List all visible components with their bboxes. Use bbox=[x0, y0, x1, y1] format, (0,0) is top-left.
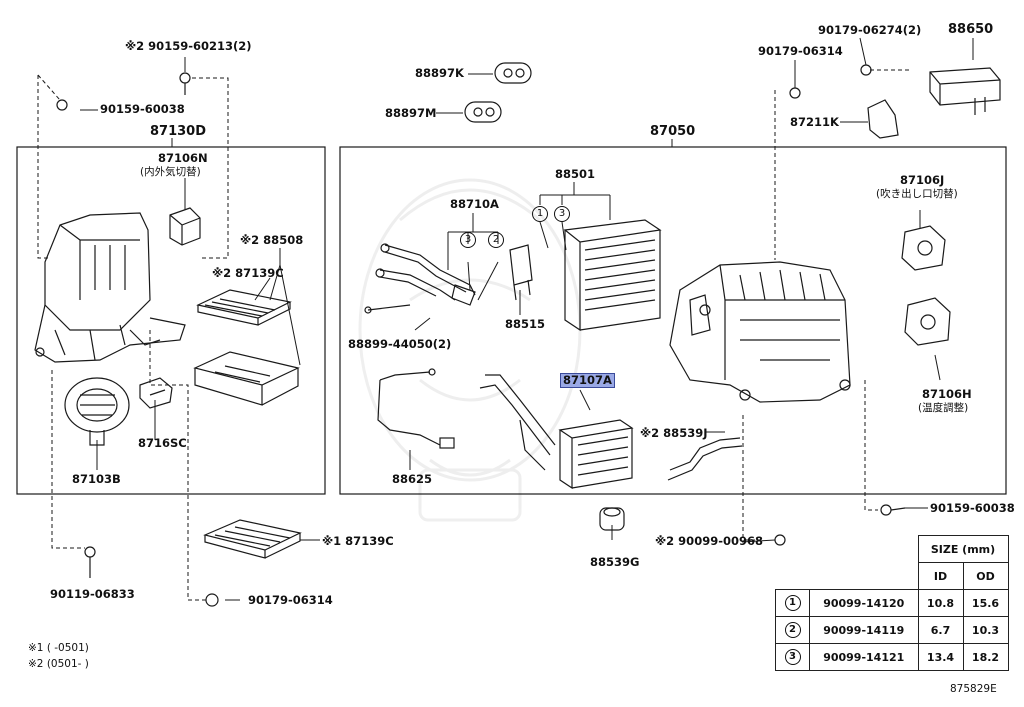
diagram-id: 875829E bbox=[950, 683, 997, 695]
col-id-header: ID bbox=[917, 562, 964, 590]
label-90179-06274[interactable]: 90179-06274(2) bbox=[818, 23, 922, 37]
label-90159-60038-left[interactable]: 90159-60038 bbox=[100, 102, 185, 116]
circle-marker-3b: 3 bbox=[460, 232, 476, 248]
filter-87139C-drawing bbox=[203, 519, 302, 559]
note-1: ※1 ( -0501) bbox=[28, 642, 89, 654]
label-88501[interactable]: 88501 bbox=[555, 167, 596, 181]
label-87050[interactable]: 87050 bbox=[650, 124, 696, 139]
row-number: 2 bbox=[784, 622, 801, 638]
label-88539G[interactable]: 88539G bbox=[590, 555, 640, 569]
filter-88508-drawing bbox=[193, 289, 300, 406]
evaporator-88501-drawing bbox=[563, 219, 662, 332]
table-row: 2 90099-14119 6.7 10.3 bbox=[775, 616, 1009, 644]
table-row: 3 90099-14121 13.4 18.2 bbox=[775, 643, 1009, 671]
hose-88539J-drawing bbox=[667, 437, 743, 481]
wire-88625-drawing bbox=[377, 368, 455, 449]
blower-case-drawing bbox=[34, 212, 186, 363]
row-part-number[interactable]: 90099-14121 bbox=[809, 643, 919, 671]
label-88625[interactable]: 88625 bbox=[392, 472, 433, 486]
heater-core-87107A-drawing bbox=[479, 374, 634, 490]
table-row: 1 90099-14120 10.8 15.6 bbox=[775, 589, 1009, 617]
servo-87106J-drawing bbox=[901, 225, 946, 271]
row-id: 10.8 bbox=[917, 589, 964, 617]
label-87106H-sub: (温度調整) bbox=[918, 402, 969, 414]
row-od: 18.2 bbox=[962, 643, 1009, 671]
ecu-88650-drawing bbox=[929, 67, 1001, 115]
row-number: 1 bbox=[784, 595, 801, 611]
label-88899-44050[interactable]: 88899-44050(2) bbox=[348, 337, 452, 351]
row-id: 6.7 bbox=[917, 616, 964, 644]
label-88710A[interactable]: 88710A bbox=[450, 197, 499, 211]
bolt-88899-drawing bbox=[364, 304, 411, 314]
grommet-88897K-drawing bbox=[494, 62, 532, 84]
label-87106J-sub: (吹き出し口切替) bbox=[876, 188, 958, 200]
label-88897M[interactable]: 88897M bbox=[385, 106, 437, 120]
label-87106J[interactable]: 87106J bbox=[900, 173, 945, 187]
label-87107A-highlighted[interactable]: 87107A bbox=[560, 373, 615, 388]
leader-lines bbox=[80, 37, 974, 601]
row-id: 13.4 bbox=[917, 643, 964, 671]
label-90119-06833[interactable]: 90119-06833 bbox=[50, 587, 135, 601]
label-87139C-1[interactable]: ※1 87139C bbox=[322, 534, 394, 548]
label-88650[interactable]: 88650 bbox=[948, 22, 994, 37]
note-2: ※2 (0501- ) bbox=[28, 658, 89, 670]
o-ring-size-table: SIZE (mm) ID OD 1 90099-14120 10.8 15.6 … bbox=[775, 535, 1009, 671]
servo-87106N-drawing bbox=[169, 207, 201, 246]
ac-unit-housing-drawing bbox=[669, 261, 851, 403]
group-box-87130D bbox=[16, 146, 326, 495]
col-od-header: OD bbox=[962, 562, 1009, 590]
valve-88515-drawing bbox=[509, 244, 533, 301]
label-88539J[interactable]: ※2 88539J bbox=[640, 426, 708, 440]
label-87106N-sub: (内外気切替) bbox=[140, 166, 201, 178]
label-8716SC[interactable]: 8716SC bbox=[138, 436, 187, 450]
label-87103B[interactable]: 87103B bbox=[72, 472, 121, 486]
resistor-8716SC-drawing bbox=[139, 377, 173, 409]
label-87106N[interactable]: 87106N bbox=[158, 151, 208, 165]
group-box-87050 bbox=[339, 146, 1007, 495]
label-88508[interactable]: ※2 88508 bbox=[240, 233, 304, 247]
label-88515[interactable]: 88515 bbox=[505, 317, 546, 331]
label-90099-00968[interactable]: ※2 90099-00968 bbox=[655, 534, 763, 548]
label-90179-06314-bottom[interactable]: 90179-06314 bbox=[248, 593, 333, 607]
grommet-88897M-drawing bbox=[464, 101, 502, 123]
label-87211K[interactable]: 87211K bbox=[790, 115, 839, 129]
label-87106H[interactable]: 87106H bbox=[922, 387, 972, 401]
blower-motor-drawing bbox=[64, 377, 130, 446]
servo-87106H-drawing bbox=[904, 297, 951, 346]
dashed-leader-lines bbox=[37, 69, 910, 601]
circle-marker-1: 1 bbox=[532, 206, 548, 222]
pipes-88710A-drawing bbox=[375, 243, 476, 306]
row-od: 10.3 bbox=[962, 616, 1009, 644]
row-part-number[interactable]: 90099-14120 bbox=[809, 589, 919, 617]
grommet-88539G-drawing bbox=[599, 507, 625, 531]
row-part-number[interactable]: 90099-14119 bbox=[809, 616, 919, 644]
row-od: 15.6 bbox=[962, 589, 1009, 617]
label-90179-06314-top[interactable]: 90179-06314 bbox=[758, 44, 843, 58]
label-87139C-2[interactable]: ※2 87139C bbox=[212, 266, 284, 280]
label-90159-60213[interactable]: ※2 90159-60213(2) bbox=[125, 39, 252, 53]
row-number: 3 bbox=[784, 649, 801, 665]
bracket-87211K-drawing bbox=[867, 99, 899, 139]
size-header: SIZE (mm) bbox=[917, 535, 1009, 563]
label-88897K[interactable]: 88897K bbox=[415, 66, 464, 80]
bolt-drawings bbox=[56, 72, 219, 607]
circle-marker-2: 2 bbox=[488, 232, 504, 248]
circle-marker-3: 3 bbox=[554, 206, 570, 222]
label-87130D[interactable]: 87130D bbox=[150, 124, 207, 139]
label-90159-60038-right[interactable]: 90159-60038 bbox=[930, 501, 1015, 515]
bolts-right-drawing bbox=[774, 64, 906, 546]
